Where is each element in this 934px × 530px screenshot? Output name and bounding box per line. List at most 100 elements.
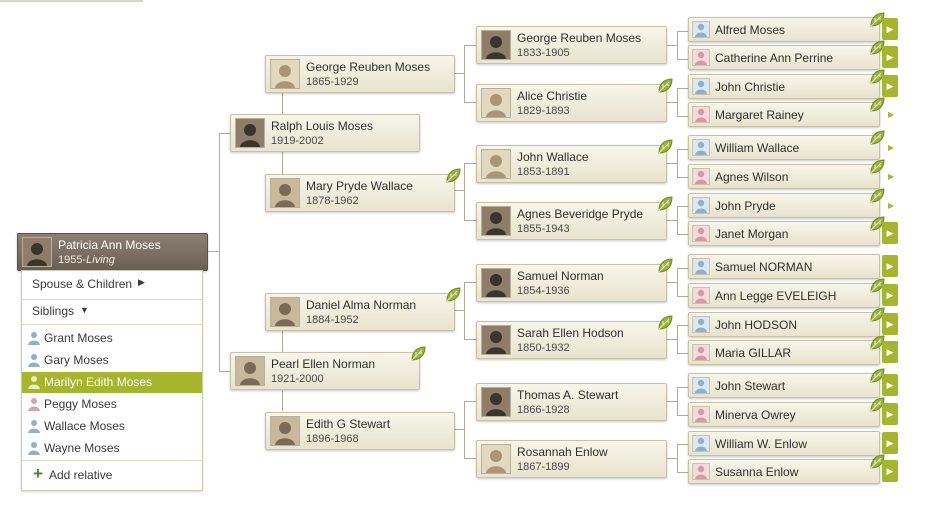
leaf-hint-icon[interactable] (444, 286, 462, 304)
expand-arrow-icon[interactable]: ▶ (882, 284, 898, 306)
ancestor-card[interactable]: Ann Legge EVELEIGH (688, 283, 880, 308)
expand-arrow-icon[interactable]: ▶ (882, 432, 898, 454)
leaf-hint-icon[interactable] (444, 167, 462, 185)
leaf-hint-icon[interactable] (656, 77, 674, 95)
leaf-hint-icon[interactable] (656, 257, 674, 275)
connector-line (677, 177, 688, 178)
leaf-hint-icon[interactable] (868, 39, 886, 57)
expand-arrow-icon[interactable]: ▶ (882, 403, 898, 425)
leaf-hint-icon[interactable] (868, 187, 886, 205)
ancestor-card[interactable]: Catherine Ann Perrine (688, 45, 880, 70)
leaf-hint-icon[interactable] (656, 314, 674, 332)
connector-line (464, 282, 465, 339)
leaf-hint-icon[interactable] (868, 277, 886, 295)
leaf-hint-icon[interactable] (868, 11, 886, 29)
leaf-hint-icon[interactable] (868, 96, 886, 114)
ancestor-card[interactable]: Minerva Owrey (688, 402, 880, 427)
person-photo (481, 88, 511, 118)
leaf-hint-icon[interactable] (409, 345, 427, 363)
connector-line (677, 206, 688, 207)
sibling-name: Wallace Moses (44, 419, 125, 433)
sibling-name: Gary Moses (44, 353, 109, 367)
sibling-name: Grant Moses (44, 331, 113, 345)
expand-arrow-icon[interactable]: ▶ (882, 460, 898, 482)
leaf-hint-icon[interactable] (868, 68, 886, 86)
ancestor-card[interactable]: John Pryde (688, 193, 880, 218)
sibling-item[interactable]: Marilyn Edith Moses (22, 372, 202, 393)
siblings-toggle[interactable]: Siblings ▼ (22, 304, 202, 322)
expand-arrow-icon[interactable]: ▶ (888, 172, 895, 181)
leaf-hint-icon[interactable] (868, 334, 886, 352)
ancestor-card[interactable]: Margaret Rainey (688, 102, 880, 127)
ancestor-card[interactable]: William W. Enlow (688, 431, 880, 456)
leaf-hint-icon[interactable] (868, 396, 886, 414)
leaf-hint-icon[interactable] (868, 306, 886, 324)
ancestor-card[interactable]: Janet Morgan (688, 221, 880, 246)
leaf-hint-icon[interactable] (868, 129, 886, 147)
ancestor-card[interactable]: John Christie (688, 74, 880, 99)
leaf-hint-icon[interactable] (868, 158, 886, 176)
sibling-item[interactable]: Wallace Moses (22, 416, 202, 437)
connector-line (666, 282, 678, 283)
person-photo (692, 21, 710, 38)
person-photo (235, 118, 265, 148)
leaf-hint-icon[interactable] (868, 367, 886, 385)
ancestor-card[interactable]: Alfred Moses (688, 17, 880, 42)
sibling-item[interactable]: Gary Moses (22, 350, 202, 371)
connector-line (464, 163, 465, 220)
ancestor-card[interactable]: Samuel NORMAN (688, 254, 880, 279)
add-relative-button[interactable]: + Add relative (22, 464, 202, 485)
connector-line (464, 220, 476, 221)
connector-line (677, 88, 688, 89)
leaf-hint-icon[interactable] (868, 215, 886, 233)
sibling-item[interactable]: Grant Moses (22, 328, 202, 349)
leaf-hint-icon[interactable] (656, 195, 674, 213)
expand-arrow-icon[interactable]: ▶ (882, 313, 898, 335)
person-name: John HODSON (715, 318, 798, 332)
sibling-item[interactable]: Wayne Moses (22, 438, 202, 459)
ancestor-card[interactable]: William Wallace (688, 135, 880, 160)
expand-arrow-icon[interactable]: ▶ (882, 374, 898, 396)
person-dates: 1896-1968 (306, 433, 359, 445)
ancestor-card[interactable]: Agnes Wilson (688, 164, 880, 189)
connector-line (677, 387, 688, 388)
expand-arrow-icon[interactable]: ▶ (888, 110, 895, 119)
ancestor-card[interactable]: John HODSON (688, 312, 880, 337)
ancestor-card[interactable]: Maria GILLAR (688, 340, 880, 365)
expand-arrow-icon[interactable]: ▶ (882, 75, 898, 97)
person-dates: 1855-1943 (517, 223, 570, 235)
spouse-children-toggle[interactable]: Spouse & Children ▶ (22, 277, 202, 295)
ancestor-card[interactable]: Susanna Enlow (688, 459, 880, 484)
expand-arrow-icon[interactable]: ▶ (888, 201, 895, 210)
ancestor-card[interactable]: John Stewart (688, 373, 880, 398)
expand-arrow-icon[interactable]: ▶ (882, 255, 898, 277)
sibling-item[interactable]: Peggy Moses (22, 394, 202, 415)
leaf-hint-icon[interactable] (868, 453, 886, 471)
expand-arrow-icon[interactable]: ▶ (882, 46, 898, 68)
person-photo (22, 237, 52, 267)
person-dates: 1854-1936 (517, 285, 570, 297)
person-photo (481, 387, 511, 417)
expand-arrow-icon[interactable]: ▶ (888, 143, 895, 152)
leaf-hint-icon[interactable] (656, 138, 674, 156)
person-name: Daniel Alma Norman (306, 298, 417, 312)
relatives-panel: Spouse & Children ▶ Siblings ▼ Grant Mos… (21, 270, 203, 491)
expand-arrow-icon[interactable]: ▶ (882, 341, 898, 363)
expand-arrow-icon[interactable]: ▶ (882, 18, 898, 40)
expand-arrow-icon[interactable]: ▶ (882, 222, 898, 244)
